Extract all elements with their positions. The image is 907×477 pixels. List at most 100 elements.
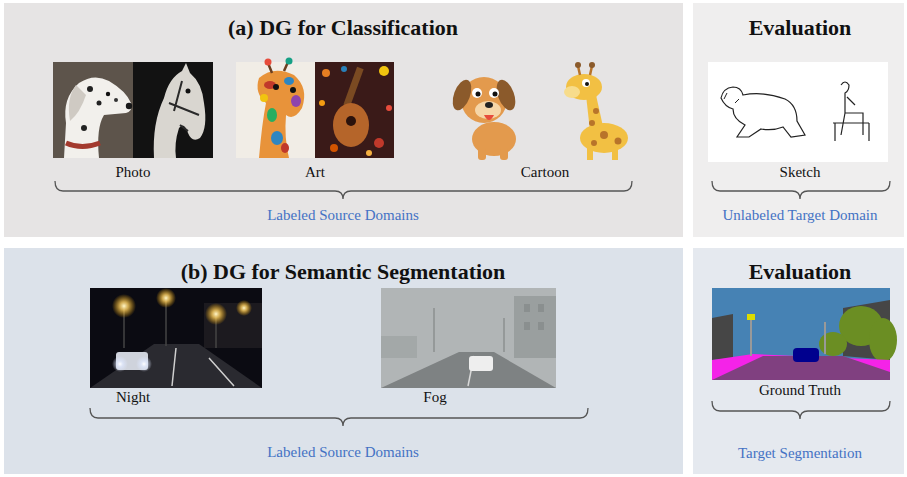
photo-horse (133, 62, 213, 158)
photo-dog (53, 62, 133, 158)
panel: (a) DG for ClassificationPhotoArtCartoon… (4, 3, 683, 237)
sketch-image (721, 87, 805, 137)
domain-label: Fog (423, 389, 446, 406)
group-label: Labeled Source Domains (267, 444, 419, 461)
segmentation-map (819, 332, 847, 356)
fog-image (381, 288, 556, 388)
panel-heading: (b) DG for Semantic Segmentation (181, 260, 506, 284)
art-guitar-painting (330, 144, 338, 152)
panel-heading: (a) DG for Classification (228, 16, 458, 40)
cartoon-giraffe (585, 82, 589, 86)
art-giraffe (260, 94, 268, 102)
cartoon-giraffe (582, 79, 590, 87)
cartoon-dog (476, 92, 481, 97)
night-image (112, 294, 136, 318)
cartoon-giraffe (612, 145, 618, 160)
art-guitar-painting (319, 100, 325, 106)
art-giraffe (267, 108, 277, 122)
art-giraffe (236, 58, 315, 159)
night-image (112, 356, 128, 372)
panel: EvaluationSketchUnlabeled Target Domain (693, 3, 904, 237)
group-label: Unlabeled Target Domain (722, 207, 877, 224)
photo-dog (64, 77, 131, 158)
cartoon-giraffe (589, 120, 595, 126)
sketch-image (708, 62, 888, 162)
cartoon-dog (484, 115, 494, 120)
fog-image (538, 322, 544, 330)
art-guitar-painting (343, 67, 363, 107)
brace (90, 408, 588, 426)
brace (712, 181, 890, 199)
sketch-image (724, 93, 739, 103)
fog-image (524, 304, 530, 312)
art-giraffe (290, 87, 296, 93)
fog-image (381, 336, 417, 358)
sketch-image (833, 82, 869, 141)
cartoon-dog (449, 77, 519, 160)
photo-dog (126, 103, 132, 109)
night-image (136, 356, 152, 372)
group-label: Labeled Source Domains (267, 207, 419, 224)
photo-horse (169, 81, 199, 131)
fog-image (381, 352, 556, 388)
photo-dog (87, 86, 93, 92)
photo-dog (114, 98, 118, 102)
cartoon-dog (485, 102, 493, 108)
photo-horse (154, 63, 206, 158)
brace (55, 181, 632, 199)
night-image (90, 288, 262, 388)
art-giraffe (286, 58, 293, 65)
brace (55, 181, 632, 199)
art-giraffe (265, 59, 272, 66)
cartoon-dog (493, 92, 498, 97)
photo-horse (133, 62, 213, 158)
cartoon-giraffe (589, 62, 595, 68)
cartoon-dog (475, 101, 501, 119)
fog-image (381, 288, 556, 388)
panel: (b) DG for Semantic SegmentationNight Fog… (4, 248, 683, 474)
fog-image (514, 296, 556, 358)
fog-image (538, 304, 544, 312)
cartoon-dog (489, 88, 499, 98)
night-image (90, 344, 262, 388)
art-giraffe (258, 71, 305, 158)
art-giraffe (273, 84, 279, 90)
segmentation-map (747, 314, 755, 320)
art-giraffe (271, 131, 283, 145)
segmentation-map (712, 288, 890, 380)
segmentation-map (793, 348, 819, 362)
photo-dog (69, 85, 86, 121)
segmentation-map (712, 288, 897, 380)
art-guitar-painting (366, 150, 372, 156)
photo-dog (106, 92, 110, 96)
brace (90, 408, 588, 426)
cartoon-giraffe (575, 62, 581, 68)
domain-label: Night (116, 389, 150, 406)
photo-dog (97, 101, 102, 106)
cartoon-giraffe (593, 108, 599, 114)
night-image (236, 300, 252, 316)
domain-label: Photo (115, 164, 150, 181)
cartoon-dog (500, 148, 508, 160)
night-image (90, 288, 262, 388)
cartoon-dog (449, 77, 475, 113)
brace (712, 401, 890, 419)
night-image (156, 288, 176, 308)
fog-image (524, 322, 530, 330)
art-guitar-painting (315, 62, 394, 158)
cartoon-giraffe (578, 66, 592, 75)
fog-image (469, 356, 493, 371)
art-guitar-painting (333, 103, 369, 147)
segmentation-map (712, 314, 733, 360)
cartoon-giraffe (587, 145, 593, 160)
photo-dog (81, 125, 87, 131)
art-guitar-painting (315, 62, 394, 158)
art-giraffe (291, 95, 301, 107)
night-image (204, 303, 262, 348)
cartoon-giraffe (600, 131, 608, 139)
domain-label: Sketch (780, 164, 821, 181)
segmentation-map (751, 318, 825, 356)
art-giraffe (284, 77, 294, 85)
night-image (205, 303, 227, 325)
photo-horse (186, 89, 191, 94)
